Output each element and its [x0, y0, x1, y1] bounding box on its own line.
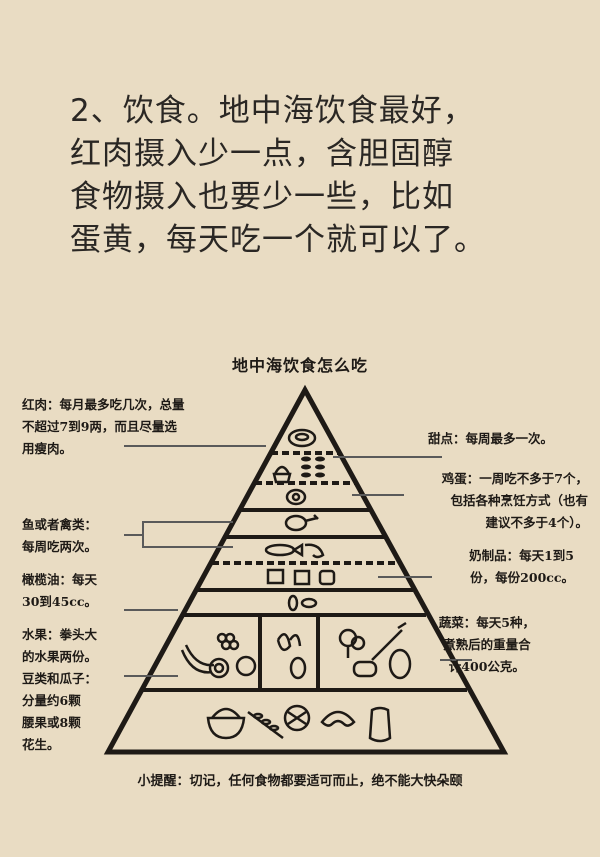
steak-icon [287, 428, 317, 448]
cupcake-icon [272, 465, 292, 484]
label-line: 奶制品：每天1到5 [469, 548, 574, 563]
label-line: 豆类和瓜子： [22, 671, 98, 686]
label-line: 的水果两份。 [22, 649, 98, 664]
label-fish-poultry: 鱼或者禽类： 每周吃两次。 [22, 514, 97, 558]
label-line: 甜点：每周最多一次。 [428, 431, 554, 446]
label-line: 包括各种烹饪方式（也有 [450, 493, 588, 508]
pyramid-title: 地中海饮食怎么吃 [231, 356, 368, 375]
label-line: 不超过7到9两，而且尽量选 [22, 419, 177, 434]
pyramid-outline [103, 384, 509, 755]
label-line: 计400公克。 [448, 659, 525, 674]
headline-line: 2、饮食。地中海饮食最好， [70, 93, 475, 129]
label-line: 红肉：每月最多吃几次，总量 [22, 397, 185, 412]
rice-bowl-icon [206, 707, 246, 740]
label-line: 每周吃两次。 [22, 539, 98, 554]
label-line: 水果：拳头大 [22, 627, 98, 642]
headline-line: 红肉摄入少一点，含胆固醇 [70, 136, 454, 172]
grapes-icon [216, 632, 240, 651]
nuts-icon [276, 633, 307, 680]
label-dessert: 甜点：每周最多一次。 [428, 428, 553, 450]
milk-icon [293, 569, 311, 586]
lettuce-icon [388, 648, 412, 680]
wheat-icon [247, 710, 284, 740]
label-line: 蔬菜：每天5种， [438, 615, 535, 630]
label-line: 份，每份200cc。 [470, 570, 574, 585]
label-olive-oil: 橄榄油：每天 30到45cc。 [22, 569, 97, 613]
kiwi-icon [208, 657, 230, 679]
shrimp-icon [304, 543, 325, 559]
label-dairy: 奶制品：每天1到5 份，每份200cc。 [469, 545, 574, 589]
croissant-icon [320, 710, 356, 727]
headline: 2、饮食。地中海饮食最好， 红肉摄入少一点，含胆固醇 食物摄入也要少一些，比如 … [70, 90, 486, 262]
apple-icon [235, 655, 257, 677]
broccoli-icon [338, 628, 366, 658]
label-line: 分量约6颗 [22, 693, 81, 708]
cookies-icon [301, 456, 325, 478]
label-line: 花生。 [22, 737, 60, 752]
tip-text: 小提醒：切记，任何食物都要适可而止，绝不能大快朵颐 [137, 774, 463, 789]
headline-line: 蛋黄，每天吃一个就可以了。 [70, 222, 486, 258]
yogurt-icon [318, 569, 336, 586]
headline-line: 食物摄入也要少一些，比如 [70, 179, 454, 215]
bread-icon [283, 704, 311, 732]
label-line: 腰果或8颗 [22, 715, 81, 730]
label-egg: 鸡蛋：一周吃不多于7个， 包括各种烹饪方式（也有 建议不多于4个）。 [442, 468, 588, 534]
pepper-icon [352, 660, 378, 678]
carrot-icon [371, 621, 407, 661]
label-line: 鸡蛋：一周吃不多于7个， [441, 471, 588, 486]
olive-icon [287, 594, 318, 612]
potato-icon [368, 706, 392, 743]
chicken-leg-icon [284, 514, 319, 532]
label-line: 煮熟后的重量合 [443, 637, 531, 652]
fish-icon [264, 542, 304, 558]
egg-icon [285, 488, 307, 506]
label-line: 鱼或者禽类： [22, 517, 98, 532]
label-line: 用瘦肉。 [22, 441, 73, 456]
label-vegetables: 蔬菜：每天5种， 煮熟后的重量合 计400公克。 [439, 612, 535, 678]
label-red-meat: 红肉：每月最多吃几次，总量 不超过7到9两，而且尽量选 用瘦肉。 [22, 394, 185, 460]
label-line: 建议不多于4个）。 [485, 515, 588, 530]
label-line: 橄榄油：每天 [22, 572, 98, 587]
cheese-icon [266, 568, 285, 585]
label-line: 30到45cc。 [22, 594, 98, 609]
label-fruit-nuts: 水果：拳头大 的水果两份。 豆类和瓜子： 分量约6颗 腰果或8颗 花生。 [22, 624, 97, 756]
